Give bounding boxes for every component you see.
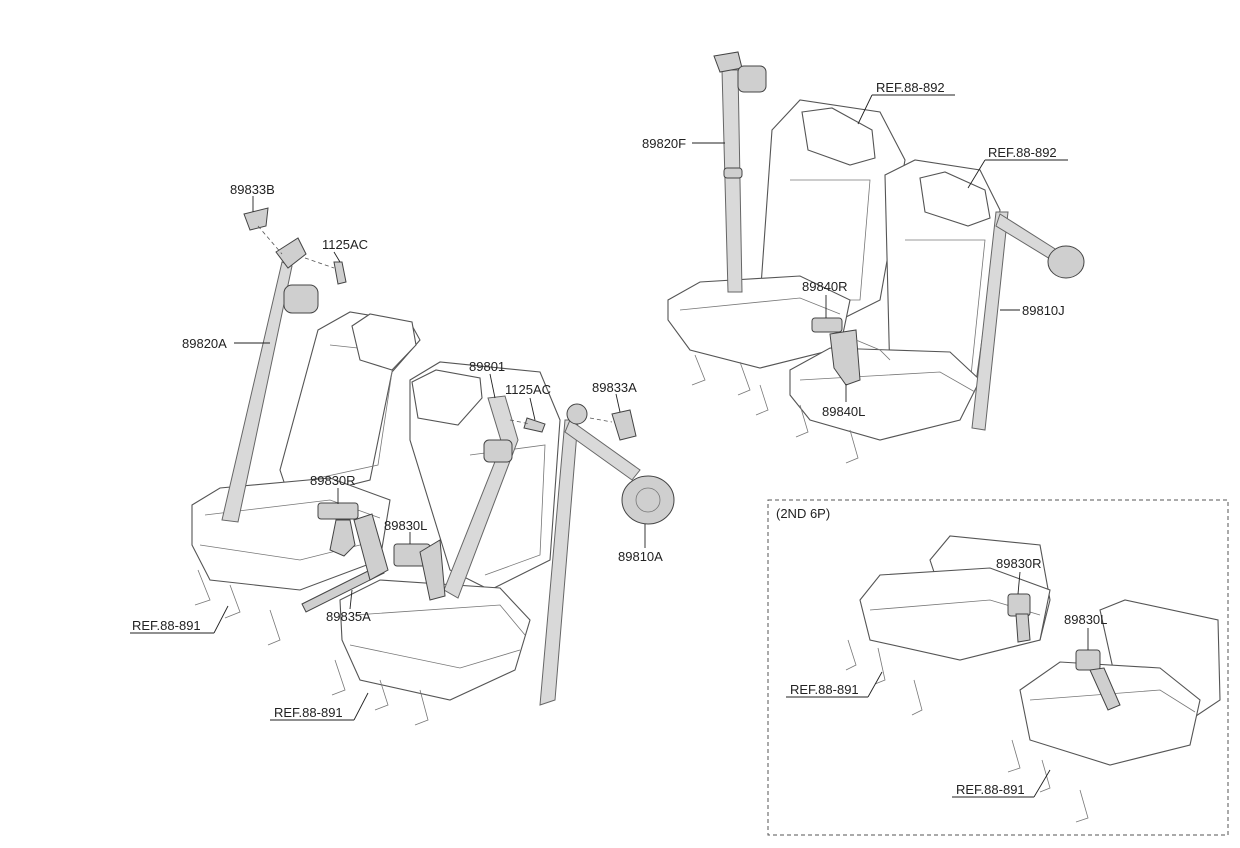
left-seat-assembly: [191, 207, 675, 726]
label-89810A: 89810A: [618, 549, 663, 564]
label-89840L: 89840L: [822, 404, 865, 419]
label-89820A: 89820A: [182, 336, 227, 351]
label-ref-88-891-d: REF.88-891: [956, 782, 1025, 797]
label-89810J: 89810J: [1022, 303, 1065, 318]
label-89840R: 89840R: [802, 279, 848, 294]
label-inset-89830L: 89830L: [1064, 612, 1107, 627]
label-89833B: 89833B: [230, 182, 275, 197]
label-89820F: 89820F: [642, 136, 686, 151]
label-89830L: 89830L: [384, 518, 427, 533]
top-right-seat-assembly: [667, 51, 1085, 464]
label-ref-88-891-c: REF.88-891: [790, 682, 859, 697]
label-ref-88-891-b: REF.88-891: [274, 705, 343, 720]
inset-2nd-6p: [767, 499, 1229, 836]
label-inset-89830R: 89830R: [996, 556, 1042, 571]
label-89830R: 89830R: [310, 473, 356, 488]
leader-lines: [130, 94, 1089, 798]
part-labels: 89833B 1125AC 89820A 89801 1125AC 89833A…: [132, 80, 1107, 797]
label-1125AC-center: 1125AC: [505, 382, 551, 397]
label-89833A: 89833A: [592, 380, 637, 395]
label-1125AC-left: 1125AC: [322, 237, 368, 252]
label-ref-88-891-a: REF.88-891: [132, 618, 201, 633]
label-ref-88-892-b: REF.88-892: [988, 145, 1057, 160]
label-89835A: 89835A: [326, 609, 371, 624]
label-ref-88-892-a: REF.88-892: [876, 80, 945, 95]
label-inset-title: (2ND 6P): [776, 506, 830, 521]
label-89801: 89801: [469, 359, 505, 374]
